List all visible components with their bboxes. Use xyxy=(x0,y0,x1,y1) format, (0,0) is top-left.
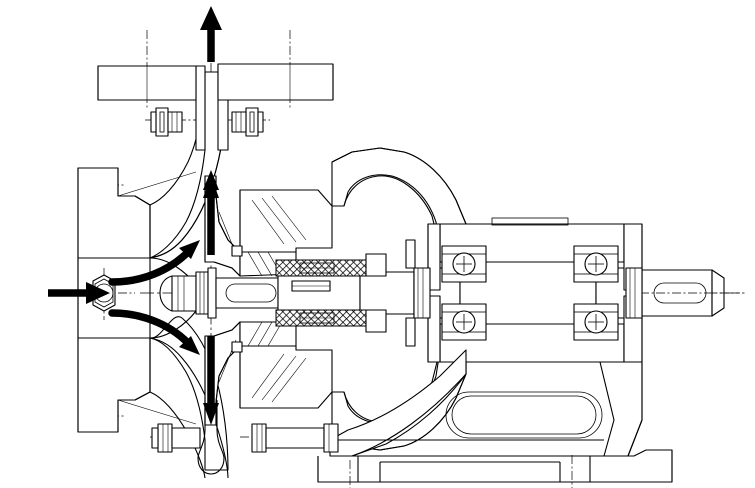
volute-flow-arrow-lower xyxy=(108,309,200,355)
baseplate xyxy=(317,449,673,483)
ball-bearing-outboard xyxy=(573,245,619,341)
support-foot xyxy=(329,349,643,457)
casing-bolt-lower-left xyxy=(151,423,201,453)
impeller-keyway xyxy=(225,283,277,303)
discharge-arrow xyxy=(200,6,222,62)
impeller-nut xyxy=(159,267,217,319)
impeller-vane-arrow-up xyxy=(203,176,219,255)
gland-bolt-upper xyxy=(405,239,416,269)
volute-flow-arrow-upper xyxy=(108,240,200,286)
housing-top-cap xyxy=(491,217,569,226)
leader-line-lower xyxy=(117,399,197,425)
casing-bolt-lower-right xyxy=(251,423,339,453)
ball-bearing-inboard xyxy=(441,245,487,341)
wear-ring-lower xyxy=(231,341,243,353)
casing-cover xyxy=(231,189,333,409)
bearing-lock-collars xyxy=(413,267,643,319)
impeller-vane-arrow-down xyxy=(203,336,219,425)
leader-line-upper xyxy=(117,171,197,197)
gland-bolt-lower xyxy=(405,317,416,347)
suction-arrow xyxy=(48,282,110,304)
flow-arrows xyxy=(48,6,222,425)
casing-drain-passage xyxy=(197,400,225,475)
discharge-flange xyxy=(97,63,334,101)
stuffing-box xyxy=(275,239,416,347)
suction-flange xyxy=(77,167,151,433)
foot-lightening-pocket xyxy=(445,391,603,439)
wear-ring-upper xyxy=(231,245,243,257)
discharge-flange-bolt-left xyxy=(150,107,183,137)
discharge-flange-bolt-right xyxy=(231,107,264,137)
